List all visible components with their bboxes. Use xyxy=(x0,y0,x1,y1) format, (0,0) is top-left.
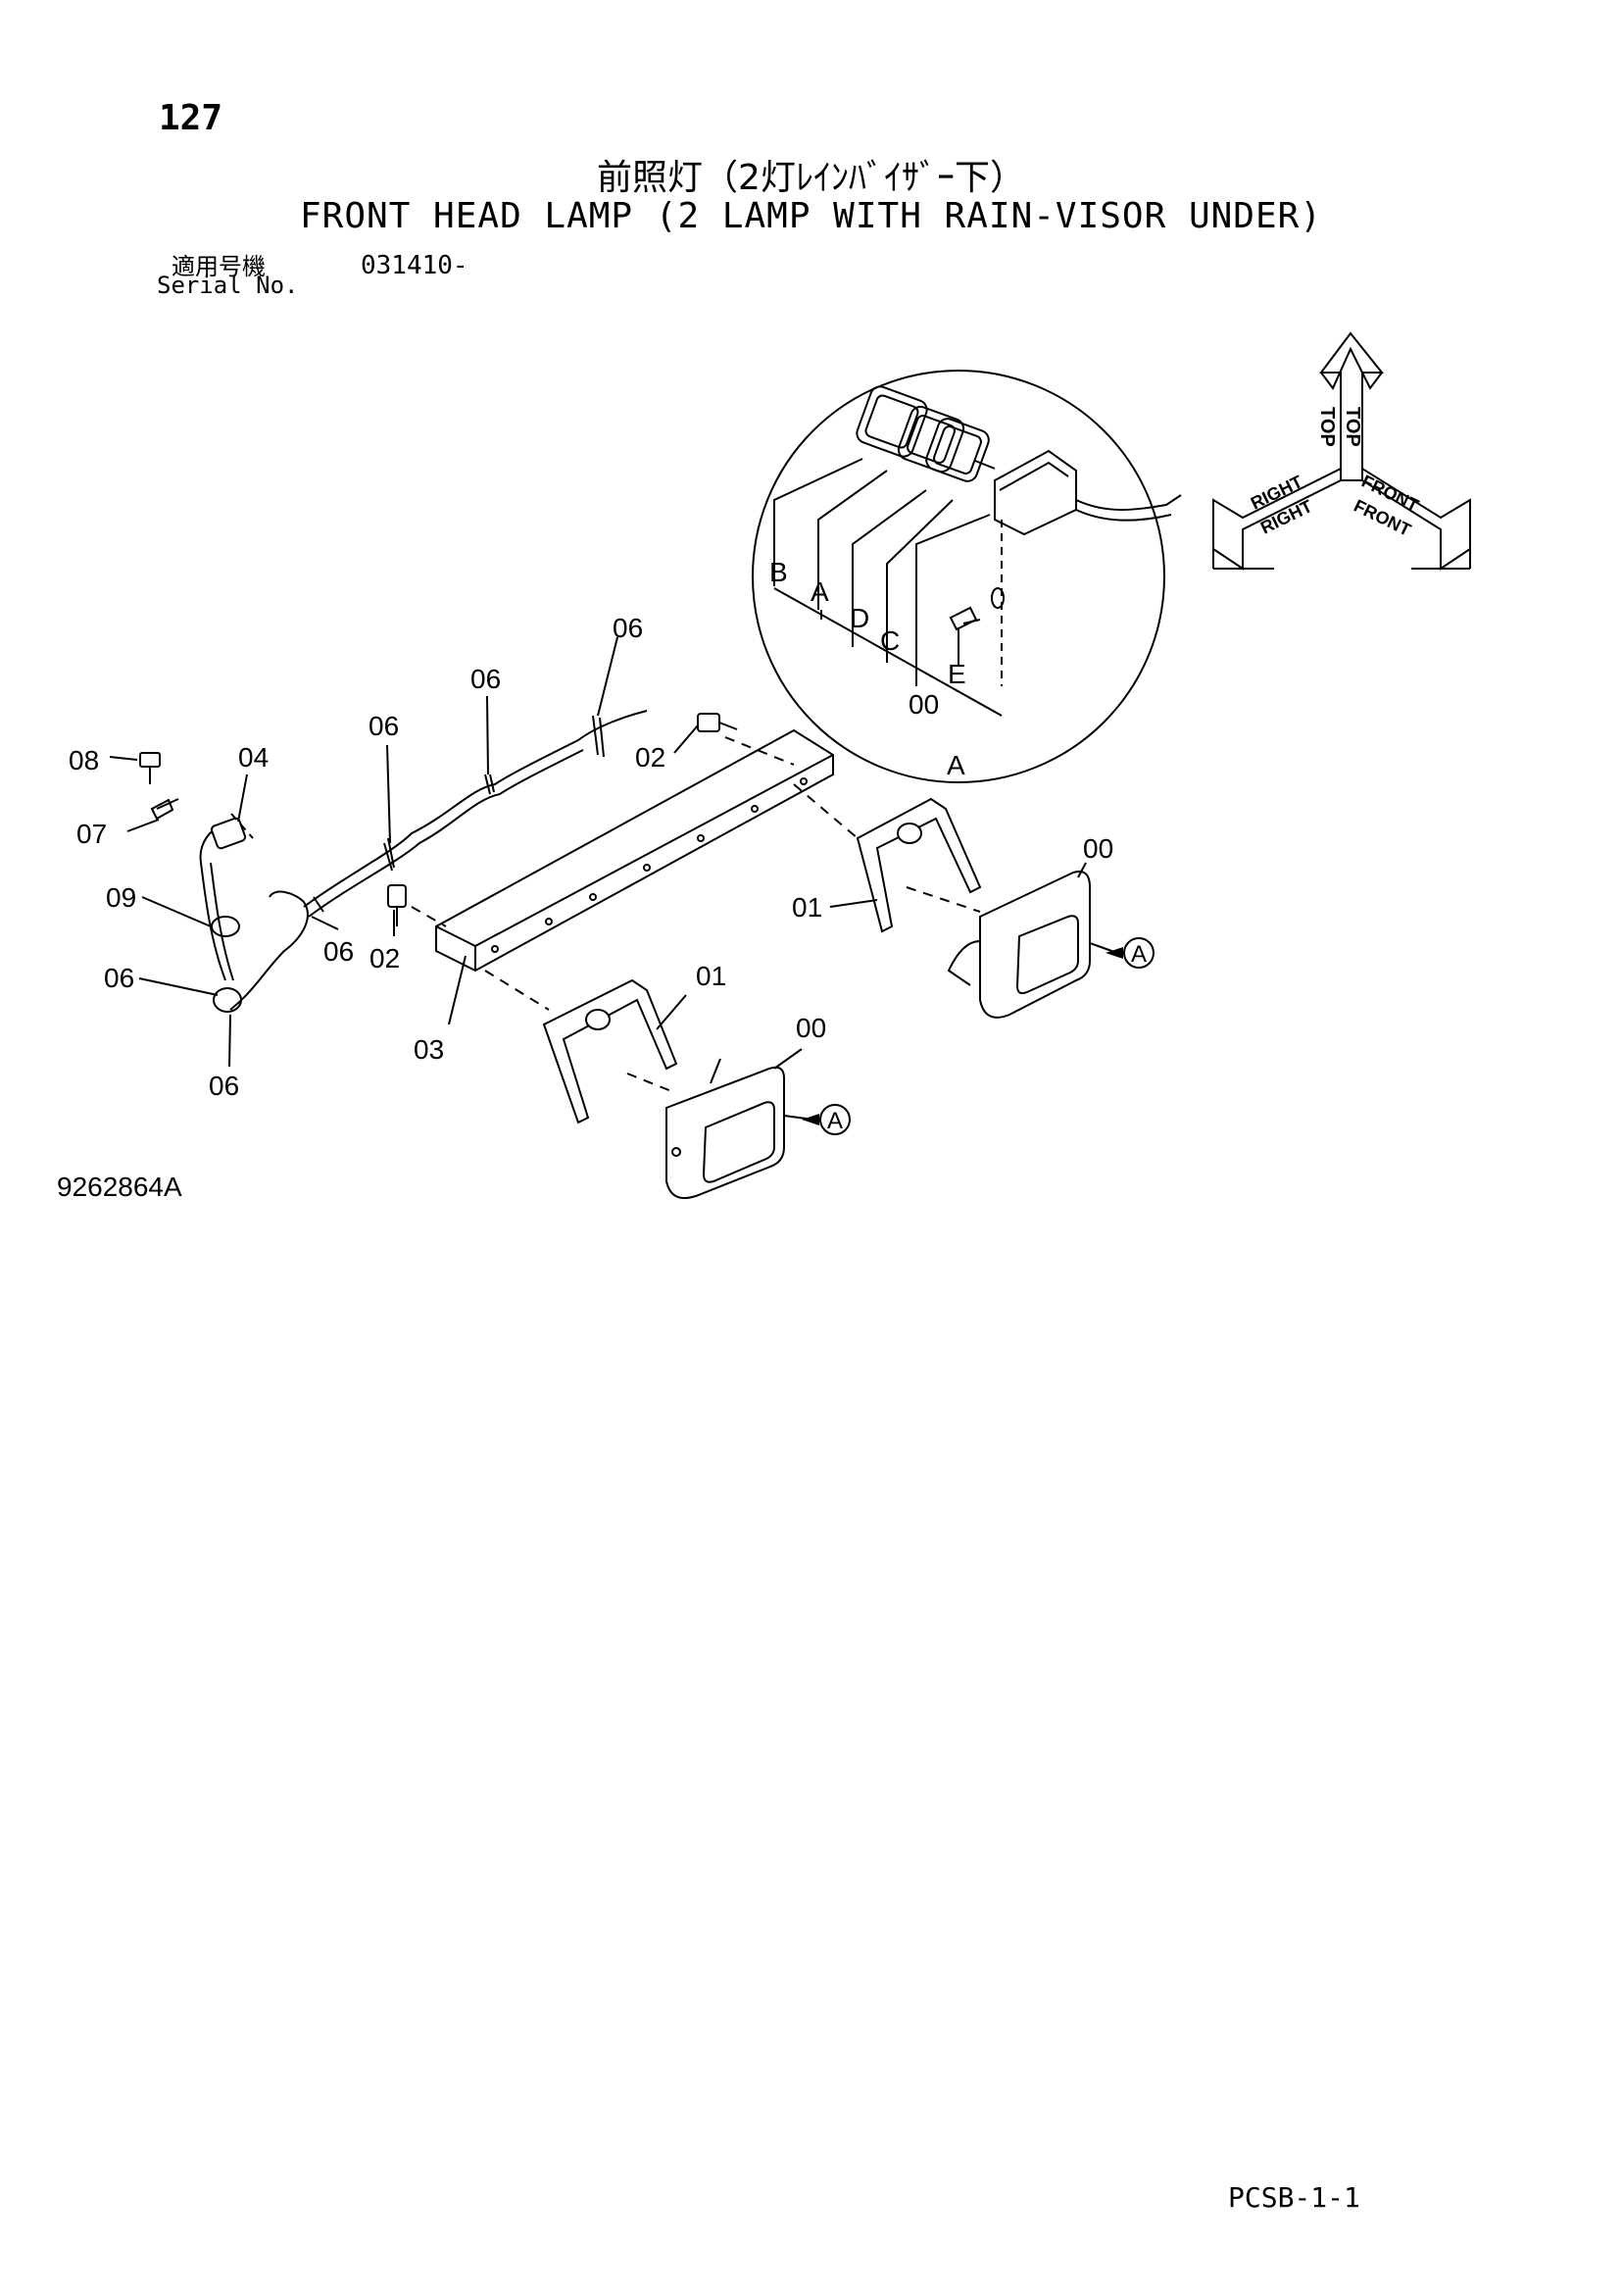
detail-label-e: E xyxy=(948,659,966,689)
callout-01: 01 xyxy=(696,961,726,991)
callout-08: 08 xyxy=(69,745,99,775)
orientation-label-top: TOP xyxy=(1316,407,1338,447)
orientation-indicator xyxy=(1212,331,1471,571)
page-code: PCSB-1-1 xyxy=(1228,2181,1360,2214)
detail-label-b: B xyxy=(769,557,788,587)
callout-04: 04 xyxy=(238,742,269,773)
bolt-upper xyxy=(697,713,738,732)
reference-label-a: A xyxy=(1131,941,1147,968)
reference-arrow xyxy=(802,1114,819,1125)
detail-label-c: C xyxy=(880,625,900,656)
reference-circle-a xyxy=(819,1104,851,1135)
orientation-label-top: TOP xyxy=(1342,407,1363,447)
detail-circle-label-a: A xyxy=(947,750,965,780)
page-title: FRONT HEAD LAMP (2 LAMP WITH RAIN-VISOR … xyxy=(300,196,1322,236)
head-lamp-right xyxy=(947,871,1091,1019)
page-title-japanese: 前照灯（2灯ﾚｲﾝﾊﾞｲｻﾞｰ下） xyxy=(597,158,1025,198)
serial-label-japanese: 適用号機 xyxy=(172,253,266,280)
callout-00: 00 xyxy=(1083,833,1113,864)
reference-label-a: A xyxy=(827,1108,843,1134)
callout-00: 00 xyxy=(909,689,939,720)
mounting-bar xyxy=(411,728,834,973)
detail-view-a xyxy=(752,370,1182,783)
drawing-number: 9262864A xyxy=(57,1172,182,1202)
callout-06: 06 xyxy=(470,664,501,694)
page-number: 127 xyxy=(159,98,223,138)
wiring-harness xyxy=(139,710,648,1013)
bracket-right xyxy=(793,783,982,933)
serial-label: Serial No. xyxy=(157,272,299,299)
bolt-lower xyxy=(387,884,407,926)
callout-02: 02 xyxy=(635,742,665,773)
callout-06: 06 xyxy=(369,711,399,741)
detail-label-a: A xyxy=(811,576,829,607)
callout-06: 06 xyxy=(323,936,354,967)
reference-circle-a xyxy=(1123,937,1155,969)
detail-label-d: D xyxy=(850,603,869,633)
callout-03: 03 xyxy=(414,1034,444,1065)
callout-02: 02 xyxy=(369,943,400,973)
callout-00: 00 xyxy=(796,1013,826,1043)
callout-07: 07 xyxy=(76,819,107,849)
callout-01: 01 xyxy=(792,892,822,923)
callout-06: 06 xyxy=(613,613,643,643)
head-lamp-left xyxy=(665,1058,785,1200)
callout-06: 06 xyxy=(104,963,134,993)
callout-09: 09 xyxy=(106,882,136,913)
callout-06: 06 xyxy=(209,1071,239,1101)
reference-arrow xyxy=(1106,947,1123,959)
serial-number: 031410- xyxy=(361,251,468,280)
bracket-left xyxy=(484,970,678,1124)
